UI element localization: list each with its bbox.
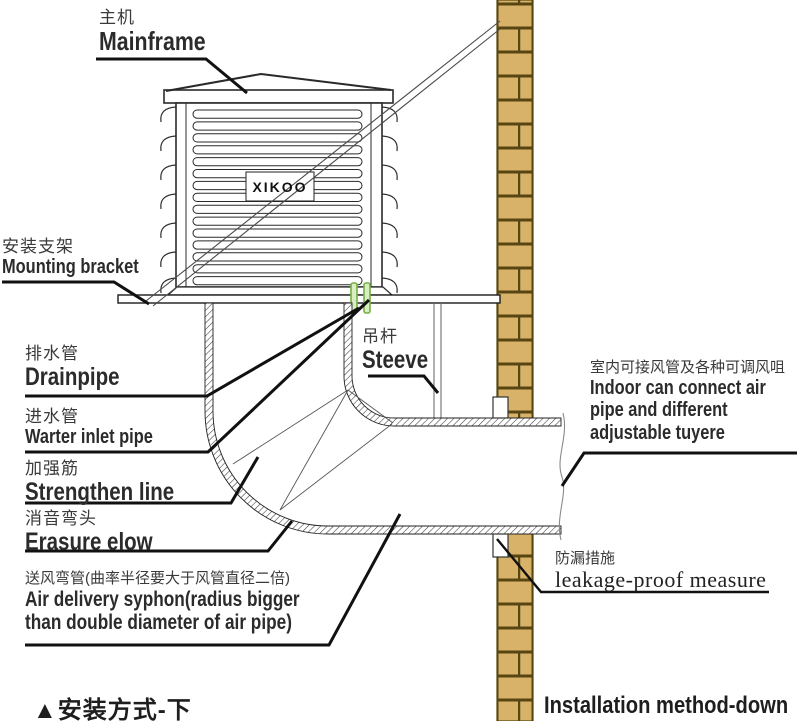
label-mounting-bracket: 安装支架 Mounting bracket: [2, 237, 169, 278]
louver-hooks: [160, 106, 398, 294]
label-erasure-elbow: 消音弯头 Erasure elow: [25, 509, 181, 556]
air-duct: [204, 302, 562, 535]
brick-wall: [496, 0, 534, 721]
label-mounting-cn: 安装支架: [2, 237, 74, 256]
label-indoor-en-2: pipe and different: [590, 399, 728, 422]
pipe-break-line: [558, 412, 566, 541]
caption-cn: ▲安装方式-下: [33, 697, 192, 721]
support-strut: [145, 20, 501, 307]
label-syphon-cn: 送风弯管(曲率半径要大于风管直径二倍): [25, 570, 290, 587]
hanger-rod: [433, 303, 442, 418]
label-water-en: Warter inlet pipe: [25, 426, 153, 449]
brand-logo: XIKOO: [252, 178, 308, 195]
label-syphon-en-1: Air delivery syphon(radius bigger: [25, 587, 300, 611]
label-mainframe-en: Mainframe: [99, 26, 206, 57]
duct-inner-wall: [343, 302, 562, 427]
label-erasure-en: Erasure elow: [25, 528, 153, 557]
duct-outer-wall: [204, 302, 562, 535]
strengthen-wires: [232, 389, 394, 511]
label-leakage-en: leakage-proof measure: [555, 566, 767, 592]
label-drainpipe: 排水管 Drainpipe: [25, 344, 140, 391]
label-leakage-proof: 防漏措施 leakage-proof measure: [555, 550, 767, 592]
label-steeve-en: Steeve: [362, 346, 429, 375]
caption-en: Installation method-down: [544, 692, 789, 719]
label-mounting-en: Mounting bracket: [2, 256, 139, 279]
leader-steeve: [368, 374, 440, 394]
leader-erasure: [25, 520, 294, 553]
label-strengthen-en: Strengthen line: [25, 478, 175, 507]
label-drain-en: Drainpipe: [25, 363, 120, 392]
water-pipes: [350, 282, 371, 314]
leader-lines: [2, 57, 797, 647]
leader-drain: [25, 306, 360, 398]
label-steeve: 吊杆 Steeve: [362, 327, 443, 374]
label-leakage-cn: 防漏措施: [555, 550, 616, 567]
label-indoor-en-1: Indoor can connect air: [590, 376, 766, 399]
leader-water: [25, 298, 371, 454]
unit-base: [166, 286, 394, 296]
leader-syphon: [25, 513, 402, 647]
label-water-cn: 进水管: [25, 407, 79, 426]
mounting-bracket-bar: [117, 294, 501, 304]
mainframe-unit: [160, 73, 398, 296]
label-mainframe: 主机 Mainframe: [99, 8, 229, 56]
leader-leakage: [496, 538, 769, 594]
wall-flashing-top: [492, 396, 509, 419]
leader-mounting: [2, 280, 150, 306]
wall-opening: [494, 419, 564, 526]
leader-indoor: [560, 451, 797, 487]
label-water-inlet: 进水管 Warter inlet pipe: [25, 407, 181, 448]
wall-flashing-bottom: [492, 533, 509, 558]
label-steeve-cn: 吊杆: [362, 327, 398, 346]
label-strengthen-line: 加强筋 Strengthen line: [25, 459, 207, 506]
label-drain-cn: 排水管: [25, 344, 79, 363]
louver-slats: [192, 109, 363, 286]
label-mainframe-cn: 主机: [99, 8, 135, 27]
label-indoor-en-3: adjustable tuyere: [590, 421, 725, 444]
label-air-delivery-syphon: 送风弯管(曲率半径要大于风管直径二倍) Air delivery syphon(…: [25, 570, 360, 635]
label-erasure-cn: 消音弯头: [25, 509, 97, 528]
label-indoor-cn: 室内可接风管及各种可调风咀: [590, 359, 786, 376]
label-indoor-connect: 室内可接风管及各种可调风咀 Indoor can connect air pip…: [590, 359, 800, 444]
leader-strengthen: [25, 456, 260, 505]
leader-mainframe: [96, 57, 248, 95]
label-strengthen-cn: 加强筋: [25, 459, 79, 478]
label-syphon-en-2: than double diameter of air pipe): [25, 611, 292, 635]
